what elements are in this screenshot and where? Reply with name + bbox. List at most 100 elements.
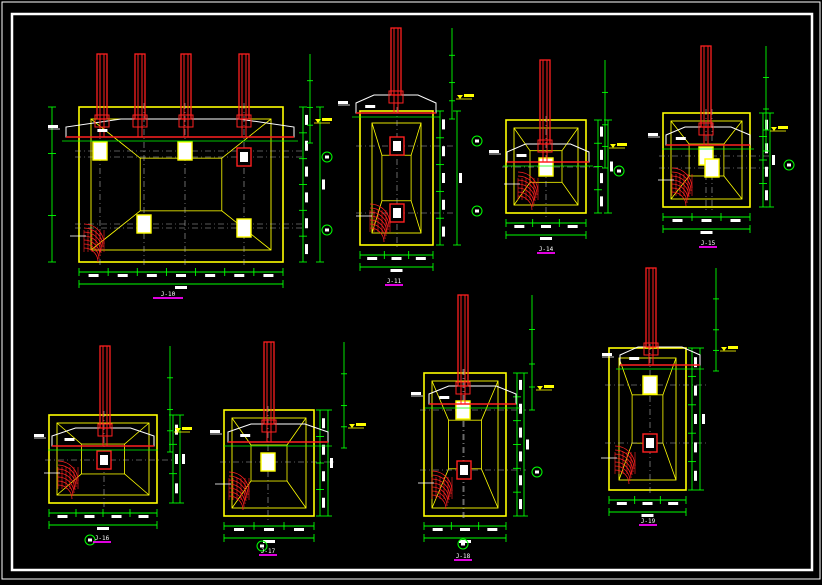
dimension-text-mark xyxy=(641,514,654,517)
section-label-mark xyxy=(48,125,58,128)
level-text xyxy=(182,427,192,430)
dimension-text-mark xyxy=(322,471,325,482)
dimension-text-mark xyxy=(600,149,603,160)
rebar-arc xyxy=(83,227,104,248)
section-note-mark xyxy=(439,396,450,399)
dimension-text-mark xyxy=(702,414,705,424)
axis-bubble xyxy=(321,224,333,236)
level-text xyxy=(617,143,627,146)
rebar-arc xyxy=(614,461,632,479)
column-section xyxy=(645,267,657,348)
dimension-text-mark xyxy=(459,173,462,183)
dimension-text-mark xyxy=(772,155,775,165)
level-triangle xyxy=(349,424,355,428)
dimension-lines xyxy=(223,409,333,543)
dimension-text-mark xyxy=(519,379,522,390)
dimension-text-mark xyxy=(460,528,470,531)
dimension-text-mark xyxy=(668,502,679,505)
rebar-arc xyxy=(228,479,248,499)
rebar-hatch xyxy=(418,470,453,510)
dimension-text-mark xyxy=(367,257,378,260)
level-text xyxy=(544,385,554,388)
column-base xyxy=(261,419,277,433)
footing-label: J-19 xyxy=(641,518,656,525)
dimension-text-mark xyxy=(432,528,443,531)
section-label-mark xyxy=(34,434,44,437)
footing-detail-j-11: J-11 xyxy=(338,27,483,286)
dimension-text-mark xyxy=(234,274,245,277)
dimension-text-mark xyxy=(84,515,95,518)
rebar-arc xyxy=(57,480,74,497)
footing-label: J-18 xyxy=(456,553,471,560)
footing-detail-j-15: J-15 xyxy=(648,45,795,248)
dimension-text-mark xyxy=(390,269,403,272)
dimension-text-mark xyxy=(616,502,627,505)
rebar-arc xyxy=(671,171,692,192)
section-label-mark xyxy=(411,392,421,395)
rebar-arc xyxy=(228,475,249,496)
axis-bubble xyxy=(457,538,469,550)
rebar-arc xyxy=(228,487,246,505)
slope-line xyxy=(286,417,307,446)
column-pedestal xyxy=(642,375,658,395)
column-pedestal-core xyxy=(646,438,654,448)
column-base xyxy=(94,114,110,128)
rebar-arc xyxy=(671,191,687,207)
dimension-text-mark xyxy=(519,403,522,414)
axis-bubble xyxy=(321,151,333,163)
footing-label: J-11 xyxy=(387,278,402,285)
column-section xyxy=(180,53,192,120)
axis-bubble-text xyxy=(787,163,791,167)
slope-line xyxy=(231,417,252,446)
footing-section-view xyxy=(602,267,738,372)
rebar-arc xyxy=(614,449,635,470)
level-text xyxy=(356,423,366,426)
dimension-lines xyxy=(423,372,529,543)
rebar-arc xyxy=(671,175,691,195)
rebar-arc xyxy=(614,453,634,473)
dimension-text-mark xyxy=(305,166,308,177)
dimension-text-mark xyxy=(322,444,325,455)
footing-plan-outline xyxy=(608,347,687,491)
dimension-text-mark xyxy=(765,190,768,201)
rebar-arc xyxy=(517,175,538,196)
dimension-text-mark xyxy=(88,274,99,277)
dimension-text-mark xyxy=(700,231,713,234)
rebar-hatch xyxy=(70,223,105,263)
column-section xyxy=(700,45,712,128)
slope-line xyxy=(481,468,499,509)
slope-line xyxy=(371,200,383,234)
dimension-text-mark xyxy=(146,274,157,277)
column-pedestal xyxy=(136,214,152,234)
dimension-text-mark xyxy=(567,225,578,228)
dimension-lines xyxy=(359,110,462,272)
column-pedestal xyxy=(260,452,276,472)
dimension-text-mark xyxy=(138,515,149,518)
dimension-text-mark xyxy=(642,502,653,505)
column-section xyxy=(134,53,146,120)
column-base xyxy=(455,381,471,395)
dimension-text-mark xyxy=(600,196,603,207)
axis-bubble xyxy=(531,466,543,478)
slope-line xyxy=(410,122,422,156)
column-base xyxy=(388,90,404,104)
slope-line xyxy=(221,118,272,159)
section-note-mark xyxy=(675,137,686,140)
dimension-text-mark xyxy=(487,528,498,531)
dimension-text-mark xyxy=(415,257,426,260)
dimension-lines xyxy=(48,414,185,530)
rebar-arc xyxy=(57,484,73,500)
dimension-text-mark xyxy=(111,515,122,518)
column-pedestal-core xyxy=(240,152,248,162)
column-section xyxy=(390,27,402,96)
footing-section-view xyxy=(210,341,366,449)
dimension-text-mark xyxy=(541,225,551,228)
axis-bubble xyxy=(256,540,268,552)
dimension-text-mark xyxy=(765,119,768,130)
axis-bubble-text xyxy=(88,538,92,542)
footing-plan-inner-outline xyxy=(371,122,422,234)
axis-bubble xyxy=(613,165,625,177)
rebar-arc xyxy=(369,219,387,237)
